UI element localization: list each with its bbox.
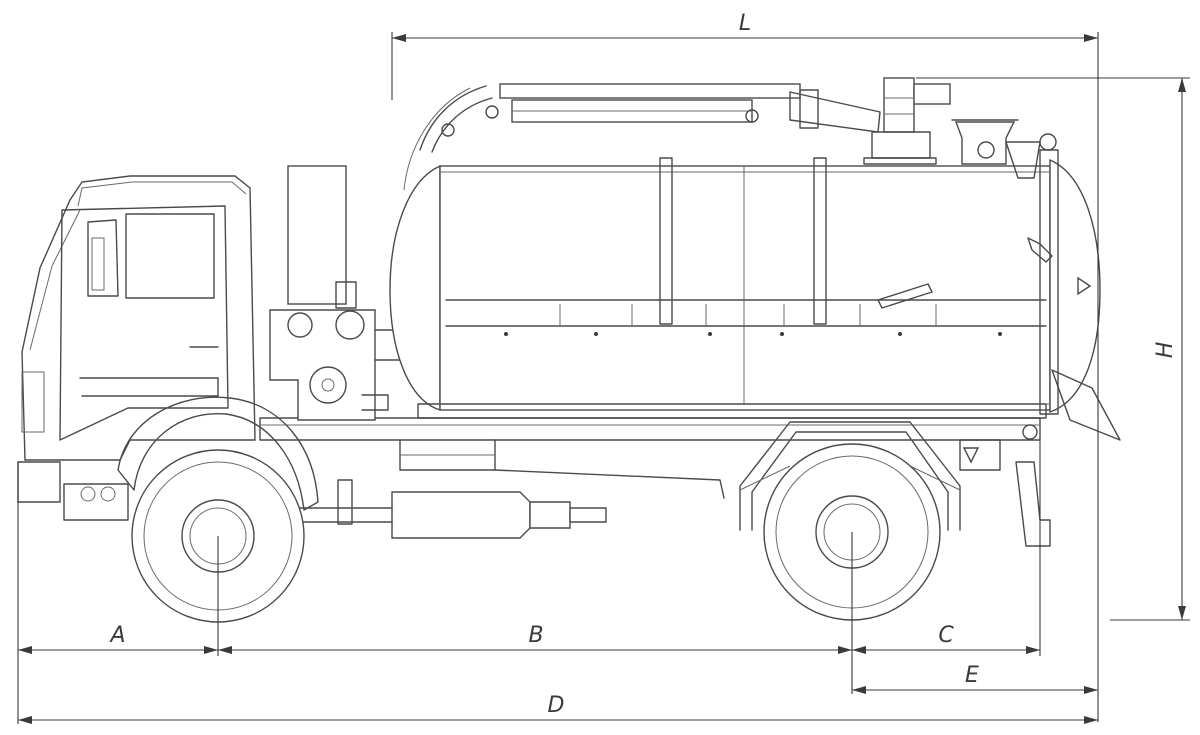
vacuum-tank [389, 133, 1121, 441]
dimension-D: D [18, 693, 1098, 724]
truck-cab [17, 175, 256, 521]
label-C: C [938, 623, 954, 648]
dimension-E: E [852, 663, 1098, 694]
rear-fender [739, 421, 961, 531]
label-D: D [548, 693, 565, 718]
dimension-L: L [392, 11, 1098, 42]
dimension-B: B [218, 623, 852, 654]
rear-end [959, 424, 1051, 547]
tank-top-equipment [403, 77, 1041, 191]
dimension-C: C [852, 623, 1040, 654]
vacuum-truck [17, 77, 1121, 623]
label-A: A [108, 623, 125, 648]
label-H: H [1153, 342, 1178, 359]
dimension-H: H [1153, 78, 1186, 620]
label-B: B [528, 623, 543, 648]
label-L: L [739, 11, 751, 36]
label-E: E [965, 663, 979, 688]
dimension-lines: L H A B C [17, 11, 1190, 724]
front-fender [117, 396, 319, 511]
fuel-tank [299, 469, 725, 539]
dimension-A: A [18, 623, 218, 654]
chassis-frame [259, 417, 1041, 471]
pump-unit [269, 165, 401, 421]
